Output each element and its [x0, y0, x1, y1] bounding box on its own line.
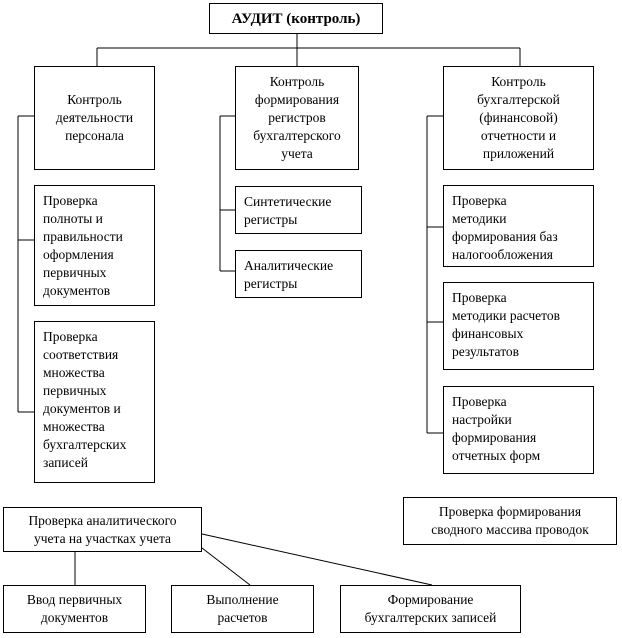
branch-registers-item-1: Синтетические регистры [235, 186, 362, 234]
branch-reporting-item-1: Проверка методики формирования баз налог… [443, 185, 594, 267]
branch-personnel-item-1: Проверка полноты и правильности оформлен… [34, 185, 155, 306]
branch-header-reporting: Контроль бухгалтерской (финансовой) отче… [443, 66, 594, 170]
branch-header-personnel: Контроль деятельности персонала [34, 66, 155, 170]
analytic-child-3: Формирование бухгалтерских записей [340, 585, 521, 633]
branch-registers-item-2: Аналитические регистры [235, 250, 362, 298]
root-box: АУДИТ (контроль) [209, 3, 383, 34]
branch-personnel-item-2: Проверка соответствия множества первичны… [34, 321, 155, 483]
analytic-child-2: Выполнение расчетов [171, 585, 314, 633]
standalone-box: Проверка формирования сводного массива п… [403, 497, 617, 545]
branch-reporting-item-2: Проверка методики расчетов финансовых ре… [443, 282, 594, 370]
connector-analytic-child-3 [201, 533, 433, 586]
branch-reporting-item-3: Проверка настройки формирования отчетных… [443, 386, 594, 474]
analytic-child-1: Ввод первичных документов [3, 585, 146, 633]
connector-analytic-child-2 [201, 547, 251, 586]
branch-header-registers: Контроль формирования регистров бухгалте… [235, 66, 359, 170]
analytic-box: Проверка аналитического учета на участка… [3, 507, 202, 552]
